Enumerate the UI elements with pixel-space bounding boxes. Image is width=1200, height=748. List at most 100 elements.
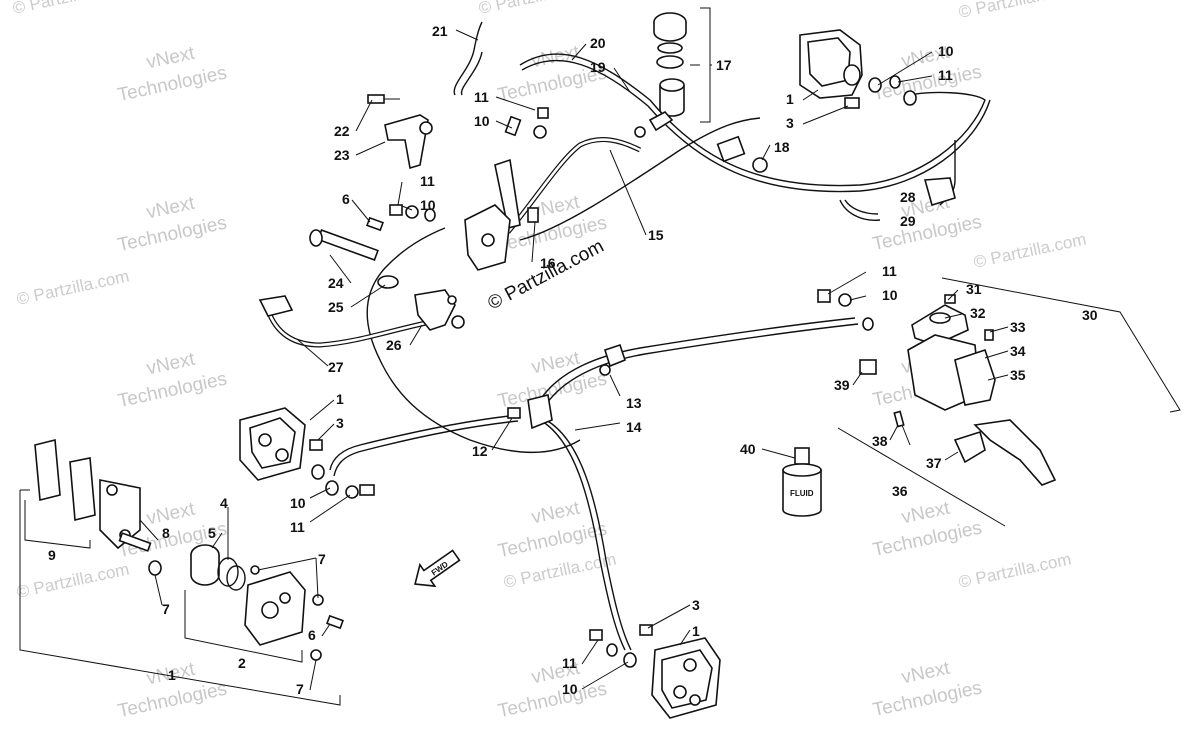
watermark-vnext: Technologies — [116, 213, 229, 257]
callout-9: 9 — [48, 547, 56, 563]
watermark-vnext: vNext — [145, 349, 198, 380]
callout-26: 26 — [386, 337, 402, 353]
brake-fluid-bottle: FLUID — [782, 447, 822, 517]
watermark-vnext: vNext — [530, 498, 583, 529]
brake-lines — [329, 53, 991, 651]
rear-master-cylinder — [366, 21, 549, 271]
callout-11: 11 — [562, 655, 577, 671]
callout-13: 13 — [626, 395, 642, 411]
callout-3: 3 — [692, 597, 700, 613]
callout-10: 10 — [290, 495, 306, 511]
callout-10: 10 — [474, 113, 490, 129]
watermark-vnext: Technologies — [496, 368, 609, 412]
brake-fluid-reservoir — [634, 12, 768, 173]
callout-34: 34 — [1010, 343, 1026, 359]
callout-1: 1 — [168, 667, 176, 683]
callout-10: 10 — [882, 287, 898, 303]
callout-6: 6 — [342, 191, 350, 207]
callout-20: 20 — [590, 35, 606, 51]
callout-10: 10 — [420, 197, 436, 213]
callout-3: 3 — [786, 115, 794, 131]
callout-40: 40 — [740, 441, 756, 457]
watermark-vnext: vNext — [145, 499, 198, 530]
watermark-vnext: vNext — [145, 43, 198, 74]
caliper-exploded — [34, 438, 344, 661]
callout-24: 24 — [328, 275, 344, 291]
brake-pedal-assembly — [258, 229, 465, 348]
caliper-left — [239, 407, 375, 499]
callout-28: 28 — [900, 189, 916, 205]
watermark-vnext: Technologies — [116, 368, 229, 412]
watermark-vnext: Technologies — [116, 63, 229, 107]
watermark-vnext: Technologies — [871, 211, 984, 255]
callout-27: 27 — [328, 359, 344, 375]
callout-10: 10 — [938, 43, 954, 59]
fluid-label: FLUID — [790, 489, 814, 498]
group-brackets — [19, 7, 1181, 706]
callout-7: 7 — [318, 551, 326, 567]
watermark-partzilla: © Partzilla.com — [957, 0, 1073, 22]
callout-5: 5 — [208, 525, 216, 541]
watermark-vnext: vNext — [530, 348, 583, 379]
callout-18: 18 — [774, 139, 790, 155]
watermark-partzilla: © Partzilla.com — [957, 550, 1073, 592]
watermark-vnext: Technologies — [871, 61, 984, 105]
callout-2: 2 — [238, 655, 246, 671]
callout-16: 16 — [540, 255, 556, 271]
callout-29: 29 — [900, 213, 916, 229]
watermark-vnext: vNext — [900, 658, 953, 689]
callout-37: 37 — [926, 455, 942, 471]
callout-30: 30 — [1082, 307, 1098, 323]
callout-11: 11 — [420, 173, 435, 189]
callout-36: 36 — [892, 483, 908, 499]
callout-numbers: 21 20 19 17 10 11 1 3 22 23 11 10 18 28 … — [48, 23, 1098, 697]
callout-32: 32 — [970, 305, 986, 321]
brake-line-junction — [507, 343, 626, 430]
callout-4: 4 — [220, 495, 228, 511]
callout-23: 23 — [334, 147, 350, 163]
callout-33: 33 — [1010, 319, 1026, 335]
watermark-vnext: Technologies — [871, 677, 984, 721]
watermark-vnext: vNext — [900, 498, 953, 529]
handlebar-master-cylinder — [817, 289, 1057, 486]
callout-1: 1 — [336, 391, 344, 407]
callout-38: 38 — [872, 433, 888, 449]
leader-lines — [139, 29, 1009, 691]
forward-arrow: FWD — [414, 549, 461, 588]
callout-35: 35 — [1010, 367, 1026, 383]
callout-7: 7 — [162, 601, 170, 617]
callout-39: 39 — [834, 377, 850, 393]
watermark-vnext: Technologies — [496, 678, 609, 722]
watermark-partzilla: © Partzilla.com — [972, 230, 1088, 272]
callout-11: 11 — [290, 519, 305, 535]
watermark-vnext: vNext — [145, 193, 198, 224]
callout-11: 11 — [474, 89, 489, 105]
callout-15: 15 — [648, 227, 664, 243]
watermark-partzilla: © Partzilla.com — [477, 0, 593, 18]
callout-1: 1 — [692, 623, 700, 639]
callout-25: 25 — [328, 299, 344, 315]
watermark-vnext: Technologies — [116, 678, 229, 722]
callout-3: 3 — [336, 415, 344, 431]
watermark-vnext: Technologies — [871, 517, 984, 561]
callout-6: 6 — [308, 627, 316, 643]
watermark-partzilla: © Partzilla.com — [15, 267, 131, 309]
callout-1: 1 — [786, 91, 794, 107]
hose-clamp — [839, 177, 956, 221]
caliper-top-right — [799, 29, 917, 109]
watermark-partzilla: © Partzilla.com — [11, 0, 127, 18]
callout-19: 19 — [590, 59, 606, 75]
caliper-bottom — [589, 624, 721, 719]
callout-10: 10 — [562, 681, 578, 697]
callout-31: 31 — [966, 281, 982, 297]
watermark-partzilla: © Partzilla.com — [15, 560, 131, 602]
callout-8: 8 — [162, 525, 170, 541]
callout-11: 11 — [938, 67, 953, 83]
callout-21: 21 — [432, 23, 448, 39]
callout-22: 22 — [334, 123, 350, 139]
callout-7: 7 — [296, 681, 304, 697]
callout-17: 17 — [716, 57, 732, 73]
callout-12: 12 — [472, 443, 488, 459]
callout-11: 11 — [882, 263, 897, 279]
